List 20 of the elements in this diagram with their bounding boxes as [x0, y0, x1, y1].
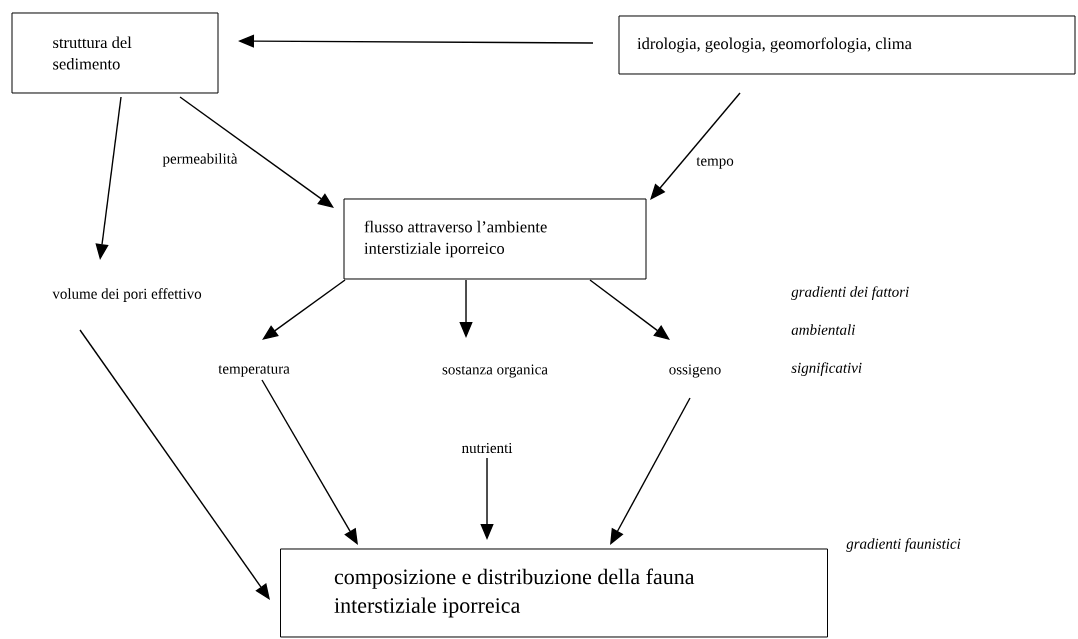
edge-label: permeabilità: [161, 152, 239, 168]
node-label: nutrienti: [461, 442, 513, 454]
edge-label: tempo: [695, 156, 735, 170]
node-label: ossigeno: [669, 364, 721, 378]
arrow: [79, 329, 270, 600]
note-text: gradienti dei fattori ambientali significativi: [791, 286, 909, 376]
node-label: sostanza organica: [442, 364, 548, 378]
arrow: [261, 379, 358, 545]
process-box: struttura del sedimento: [11, 12, 219, 94]
arrow: [610, 397, 691, 545]
process-box: idrologia, geologia, geomorfologia, clima: [618, 15, 1076, 75]
arrow: [179, 96, 334, 208]
arrow: [650, 92, 741, 200]
note-text: gradienti faunistici: [846, 538, 961, 552]
node-label: volume dei pori effettivo: [52, 288, 202, 302]
process-box: composizione e distribuzione della fauna interstiziale iporreica: [280, 548, 828, 638]
arrow: [262, 279, 346, 340]
arrow: [589, 279, 670, 340]
node-label: temperatura: [218, 365, 290, 377]
process-box: flusso attraverso l’ambiente interstiziale iporreico: [343, 198, 647, 280]
